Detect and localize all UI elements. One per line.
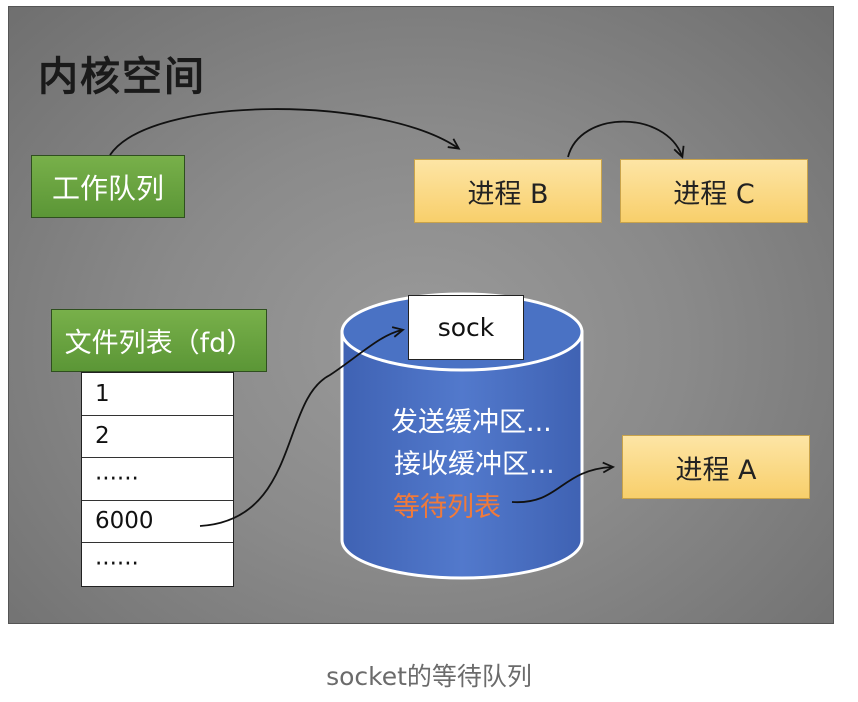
figure-caption: socket的等待队列 [326,662,532,691]
process-a-box: 进程 A [622,435,810,499]
fd-table: 1 2 ······ 6000 ······ [81,372,234,587]
fd-row-ellipsis: ······ [95,551,139,578]
sock-box: sock [408,295,524,360]
work-queue-box: 工作队列 [31,155,185,218]
receive-buffer-label: 接收缓冲区... [394,449,555,480]
fd-row: 2 [82,416,233,458]
fd-row: 6000 [82,501,233,543]
send-buffer-label: 发送缓冲区... [391,407,552,438]
file-list-header: 文件列表（fd） [51,309,267,372]
fd-row-ellipsis: ······ [82,458,233,501]
fd-row: 1 [82,373,233,416]
kernel-space-title: 内核空间 [38,54,206,100]
process-c-box: 进程 C [620,159,808,223]
wait-list-label: 等待列表 [393,492,501,523]
process-b-box: 进程 B [414,159,602,223]
